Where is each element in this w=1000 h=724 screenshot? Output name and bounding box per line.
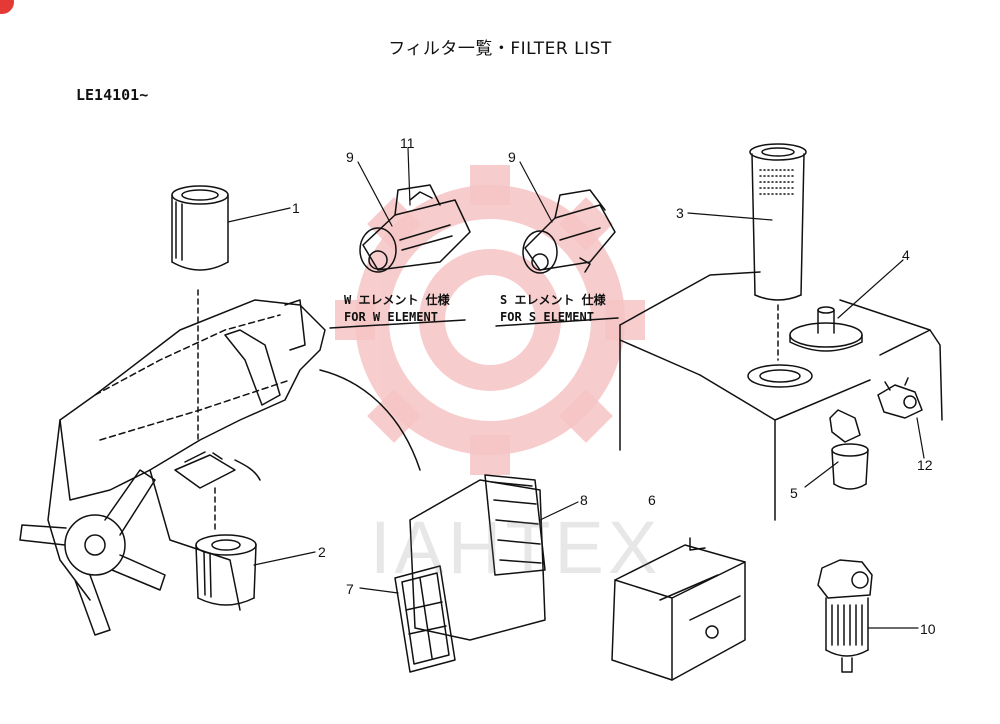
callout-9-s: 9 [508,149,516,165]
watermark-text: IAHTEX [370,506,662,589]
w-element-note: W エレメント 仕様 FOR W ELEMENT [344,292,450,326]
s-element-note: S エレメント 仕様 FOR S ELEMENT [500,292,606,326]
engine-illustration [19,289,421,636]
w-element-note-jp: W エレメント 仕様 [344,293,450,307]
callout-12: 12 [917,457,933,473]
serial-range-label: LE14101~ [76,86,149,104]
callout-11: 11 [400,135,415,151]
callout-5: 5 [790,485,798,501]
hydraulic-tank-outline [619,271,943,521]
part-6-air-cleaner-case [611,537,746,681]
part-9-w-element-filter [359,184,471,273]
s-element-note-jp: S エレメント 仕様 [500,293,606,307]
part-5-pilot-filter [829,409,869,490]
part-8-air-element [409,474,546,641]
callout-2: 2 [318,544,326,560]
callout-8: 8 [580,492,588,508]
s-note-rule [495,317,619,327]
part-2-oil-filter [195,534,257,606]
part-12-fitting [877,377,923,419]
callout-1: 1 [292,200,300,216]
watermark-gear-teeth [335,165,645,475]
part-9-s-element-filter [522,189,616,274]
callout-4: 4 [902,247,910,263]
w-note-rule [329,319,466,329]
callout-9-w: 9 [346,149,354,165]
part-4-breather [789,306,863,352]
part-1-spin-on-filter [171,185,229,271]
part-7-panel-element [394,565,456,673]
s-element-note-en: FOR S ELEMENT [500,310,594,324]
leader-lines [227,147,925,629]
page-title: フィルタ一覧・FILTER LIST [388,39,612,59]
part-10-water-separator [817,559,873,673]
callout-10: 10 [920,621,936,637]
callout-3: 3 [676,205,684,221]
callout-6: 6 [648,492,656,508]
w-element-note-en: FOR W ELEMENT [344,310,438,324]
part-3-return-filter [747,143,813,388]
callout-7: 7 [346,581,354,597]
